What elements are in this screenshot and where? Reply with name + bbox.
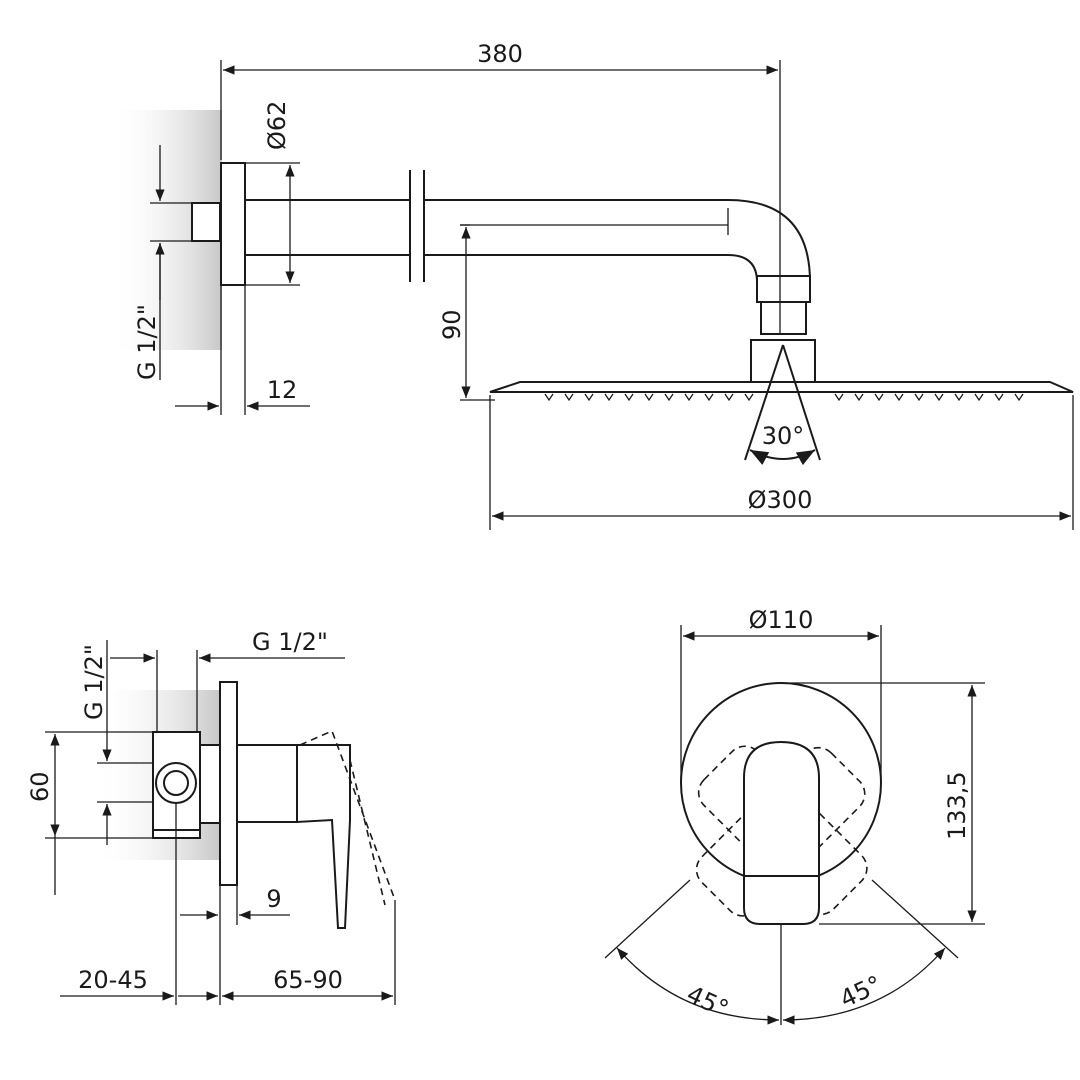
rotation-left-label: 45°	[682, 980, 732, 1023]
wall-flange	[220, 162, 246, 286]
spray-angle-label: 30°	[762, 422, 805, 450]
plate-diameter-label: Ø110	[749, 606, 814, 634]
handle-projection-label: 65-90	[273, 966, 343, 994]
cover-plate	[219, 681, 238, 886]
valve-side-thread-label: G 1/2"	[80, 644, 108, 720]
valve-top-thread-label: G 1/2"	[252, 628, 328, 656]
handle-cartridge	[236, 744, 298, 823]
angle-right-leader	[871, 879, 959, 959]
plate-height-label: 133,5	[943, 771, 971, 840]
install-depth-label: 20-45	[78, 966, 148, 994]
flange-diameter-label: Ø62	[263, 101, 291, 150]
valve-height-label: 60	[26, 771, 54, 802]
valve-neck	[199, 744, 223, 824]
angle-left-arc	[616, 947, 780, 1025]
mixer-front-view: Ø110 133,5 45° 45°	[604, 606, 985, 1025]
spray-cone-right	[782, 344, 821, 461]
shower-nozzles	[544, 393, 1024, 402]
mixer-side-view: G 1/2" G 1/2" 60 9 20-45 65-90	[26, 628, 396, 1005]
shower-head	[489, 381, 1074, 393]
shower-arm	[245, 199, 811, 302]
angle-left-leader	[604, 879, 691, 959]
plate-thickness-label: 9	[266, 885, 281, 913]
arm-elbow-nut	[756, 275, 811, 303]
handle-lever-raised-back	[349, 759, 386, 906]
inlet-thread-label: G 1/2"	[133, 304, 161, 380]
arm-drop-label: 90	[438, 309, 466, 340]
inlet-nipple	[191, 202, 221, 242]
arm-length-label: 380	[477, 40, 523, 68]
spray-angle-arc	[749, 449, 816, 466]
flange-thickness-label: 12	[267, 376, 298, 404]
angle-right-arc	[782, 947, 946, 1025]
head-diameter-label: Ø300	[748, 486, 813, 514]
arm-ball-joint	[760, 301, 807, 335]
handle-lever	[296, 744, 351, 929]
shower-arm-view: 30° 380 Ø62 G 1/2" 12 90 Ø300	[110, 40, 1074, 530]
valve-port-inner	[163, 770, 189, 796]
front-handle	[743, 740, 820, 925]
rotation-right-label: 45°	[836, 970, 886, 1013]
spray-cone-left	[744, 344, 784, 461]
